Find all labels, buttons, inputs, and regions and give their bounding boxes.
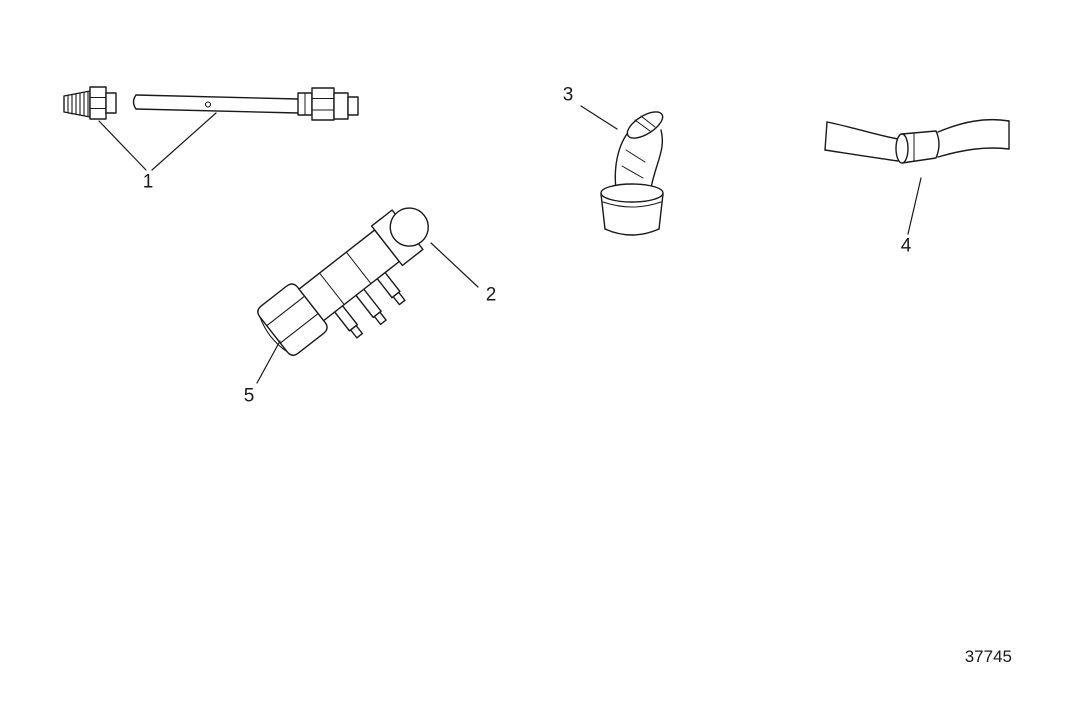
callout-4: 4 [900,235,912,257]
part-hose [824,118,1010,164]
figure-number: 37745 [964,647,1012,666]
manifold-nipples [332,270,406,339]
leader-line-2 [430,242,479,288]
part-manifold-connector [257,207,429,356]
part-tube-assembly [132,87,359,121]
callout-3: 3 [562,84,574,106]
part-elbow-fitting [600,111,664,236]
leader-line-5 [256,340,281,384]
manifold-body [298,207,429,322]
callout-2: 2 [485,284,497,306]
callout-5: 5 [243,385,255,407]
leader-line-3 [580,105,618,130]
part-hex-nut [257,283,328,356]
leader-line-1 [98,112,217,171]
hose-coupler [895,130,940,164]
callout-1: 1 [142,171,154,193]
part-threaded-fitting [63,86,117,120]
leader-line-4 [907,177,922,235]
